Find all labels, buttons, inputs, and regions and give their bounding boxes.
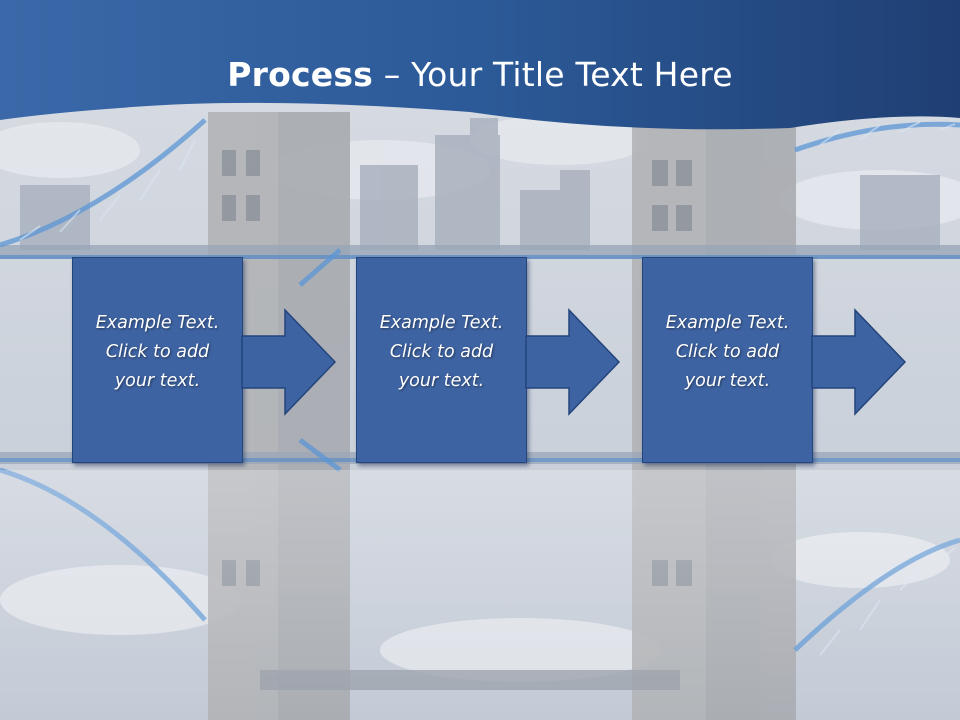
step-text[interactable]: Example Text. Click to add your text. bbox=[95, 313, 220, 391]
process-step-2[interactable]: Example Text. Click to add your text. bbox=[356, 257, 531, 465]
arrow-right-icon bbox=[241, 308, 337, 416]
step-text[interactable]: Example Text. Click to add your text. bbox=[665, 313, 790, 391]
process-step-3[interactable]: Example Text. Click to add your text. bbox=[642, 257, 817, 465]
step-text[interactable]: Example Text. Click to add your text. bbox=[379, 313, 504, 391]
arrow-right-icon bbox=[811, 308, 907, 416]
page-title[interactable]: Process – Your Title Text Here bbox=[0, 52, 960, 98]
city-skyline bbox=[20, 118, 940, 250]
step-box bbox=[72, 257, 243, 463]
process-step-1[interactable]: Example Text. Click to add your text. bbox=[72, 257, 247, 465]
arrow-right-icon bbox=[525, 308, 621, 416]
title-rest: – Your Title Text Here bbox=[373, 55, 733, 94]
title-bold: Process bbox=[227, 55, 374, 94]
step-box bbox=[642, 257, 813, 463]
header-band bbox=[0, 0, 960, 130]
